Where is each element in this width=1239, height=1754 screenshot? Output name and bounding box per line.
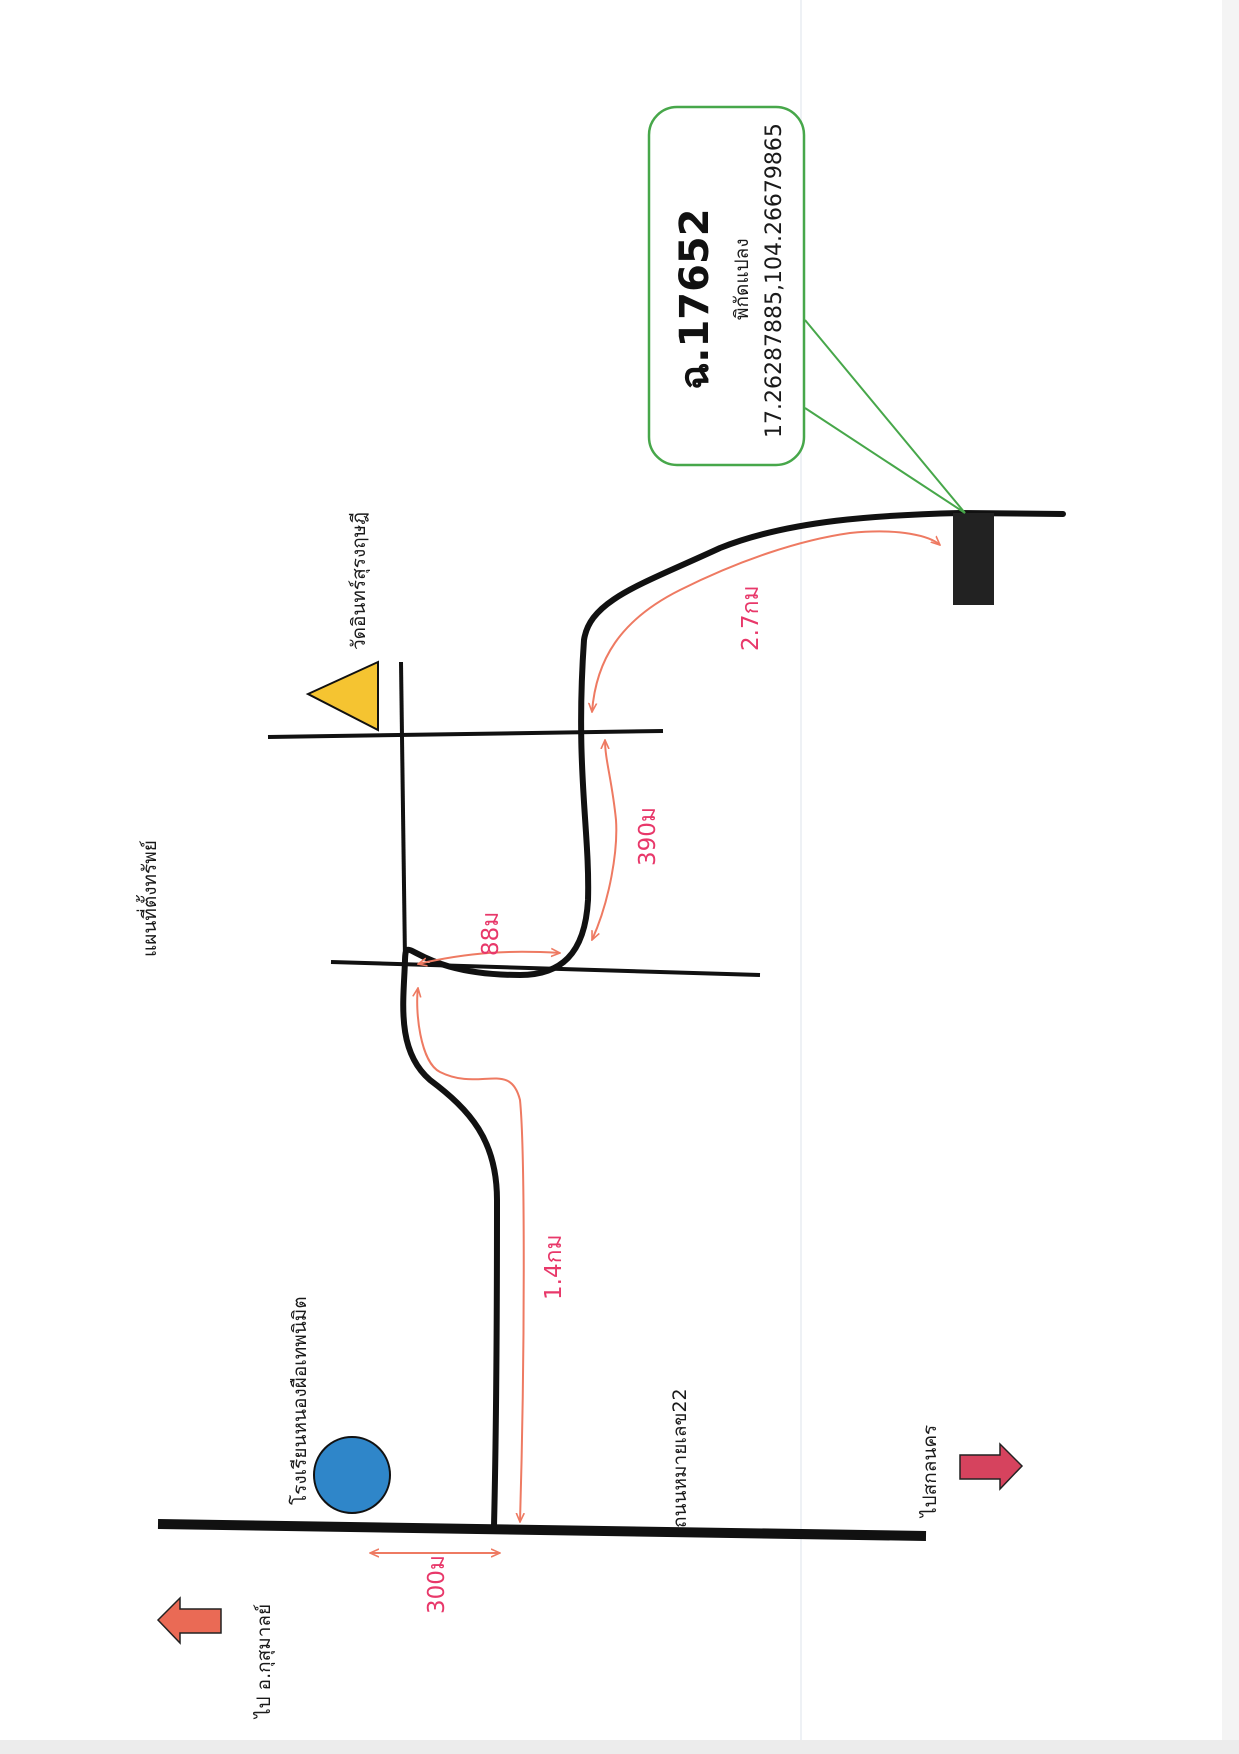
temple-marker-icon: [305, 660, 379, 732]
distance-label-88m: 88ม: [478, 912, 504, 956]
direction-arrow-to-sakon-icon: [959, 1442, 1024, 1491]
school-label: โรงเรียนหนองผือเทพนิมิต: [288, 1296, 311, 1505]
distance-label-300m: 300ม: [424, 1555, 450, 1614]
direction-label-kusuman: ไป อ.กุสุมาลย์: [253, 1604, 276, 1720]
map-title: แผนที่ตั้งทรัพย์: [136, 840, 161, 957]
school-marker-icon: [313, 1436, 391, 1514]
direction-label-sakon: ไปสกลนคร: [919, 1425, 941, 1519]
distance-arrow-1-4km: [417, 988, 524, 1522]
deed-number: ฉ.17652: [672, 208, 718, 390]
distance-label-1-4km: 1.4กม: [541, 1234, 567, 1300]
paper-fold-line: [800, 0, 802, 1754]
cross-road-horizontal: [267, 729, 664, 739]
distance-label-2-7km: 2.7กม: [738, 585, 764, 651]
highway-22-road: [157, 1519, 927, 1541]
property-plot-marker: [953, 513, 994, 605]
direction-arrow-to-kusuman-icon: [156, 1596, 222, 1645]
distance-label-390m: 390ม: [635, 807, 661, 866]
highway-label: ถนนหมายเลข22: [669, 1388, 691, 1528]
deed-callout-box: [647, 105, 806, 467]
callout-pointer: [804, 319, 966, 514]
temple-access-road: [399, 661, 407, 961]
deed-coords-label: พิกัดแปลง: [731, 238, 753, 320]
distance-arrow-2-7km: [592, 530, 940, 712]
scan-edge-bottom: [0, 1740, 1239, 1754]
distance-arrow-88m: [418, 952, 560, 964]
deed-coords-value: 17.26287885,104.26679865: [762, 123, 787, 438]
cross-road-diagonal: [330, 960, 761, 977]
main-route-road: [400, 509, 1066, 1529]
scan-edge-right: [1222, 0, 1239, 1754]
distance-arrow-390m: [591, 740, 618, 940]
temple-label: วัดอินทร์สุรงฤษฎี: [348, 512, 371, 650]
